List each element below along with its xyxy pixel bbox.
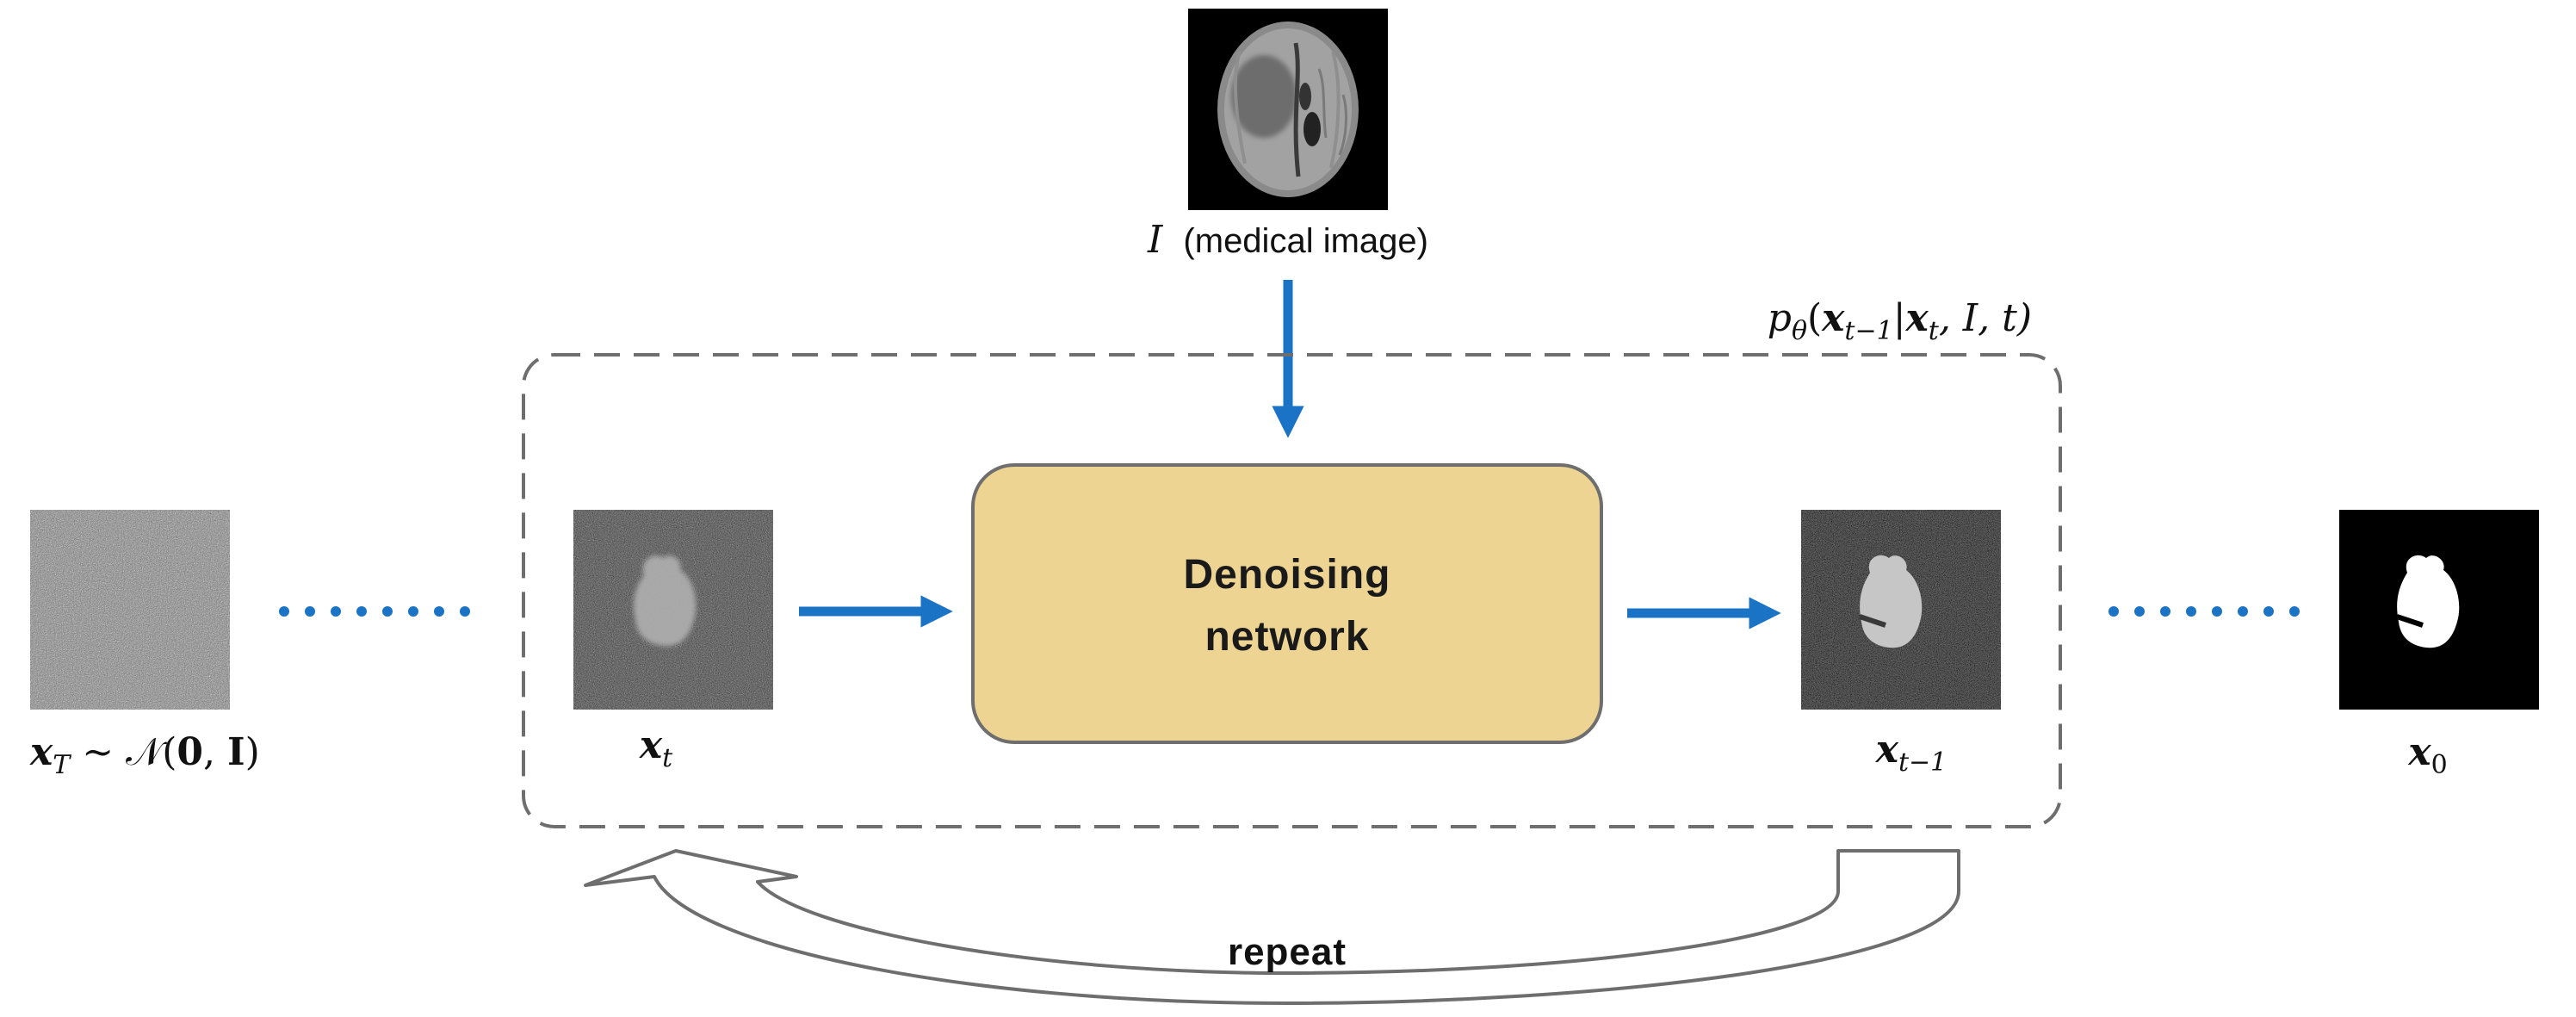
denoising-network-box [971,463,1603,744]
ellipsis-dots-right [2108,606,2300,617]
prob-x1: x [1821,296,1845,340]
xt-sub: t [662,743,673,773]
repeat-label: repeat [1228,931,1347,973]
x0-sub: 0 [2431,750,2448,780]
repeat-loop-arrow [584,849,1960,1005]
xT-identity: I [227,730,245,774]
label-xT: xT ∼ 𝒩(0, I) [29,730,260,780]
xT-dist: ∼ 𝒩( [70,730,176,774]
prob-x1-sub: t−1 [1844,316,1892,346]
ellipsis-dots-left [279,606,470,617]
prob-func: p [1768,296,1792,340]
noise-image-xT [30,510,230,710]
denoising-network-label-line1: Denoising [1183,552,1390,598]
xT-sub: T [53,750,71,780]
conditional-probability-label: pθ(xt−1|xt, I, t) [1768,296,2032,346]
xT-zero: 0 [176,730,203,774]
xT-var: x [29,730,53,774]
xt1-var: x [1875,728,1899,772]
prob-x2-sub: t [1929,316,1940,346]
medical-image-label: I (medical image) [1147,218,1428,262]
xT-close: ) [245,730,260,774]
prob-bar: | [1893,296,1906,340]
prob-open: ( [1807,296,1822,340]
segmentation-mask-x0 [2339,510,2539,710]
medical-image-thumbnail [1188,9,1388,210]
prob-x2: x [1905,296,1929,340]
denoised-image-xt-minus-1 [1801,510,2001,710]
x0-var: x [2407,730,2431,774]
label-xt: xt [639,723,673,773]
label-x0: x0 [2407,730,2447,780]
denoising-network-label-line2: network [1204,614,1369,660]
medical-image-caption: (medical image) [1183,222,1428,260]
label-xt-minus-1: xt−1 [1875,728,1947,778]
xt-var: x [639,723,663,767]
prob-rest: , I, t) [1939,296,2032,340]
denoising-step-boundary [522,353,2062,828]
xt1-sub: t−1 [1898,747,1947,778]
medical-image-variable: I [1147,218,1164,262]
prob-sub-theta: θ [1792,316,1807,346]
noisy-image-xt [573,510,773,710]
xT-comma: , [203,730,227,774]
